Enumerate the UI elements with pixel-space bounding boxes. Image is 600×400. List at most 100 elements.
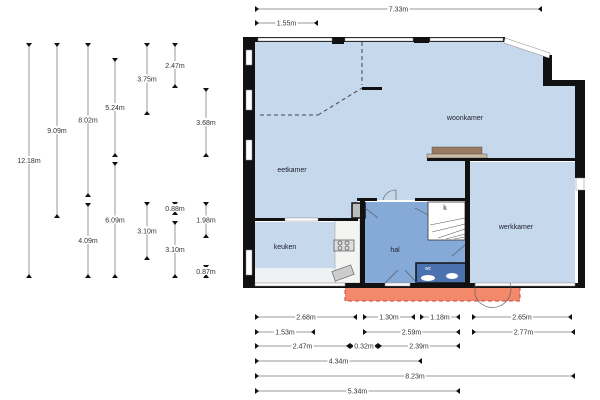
kitchen-floor-strip [255,268,335,283]
dimension-arrow [456,388,460,394]
dimension-label-bg [164,245,186,253]
dimension-arrow [144,256,150,260]
dimension-label: 3.68m [196,120,216,127]
dimension-label-bg [136,74,158,83]
dimension-label-bg [511,312,533,321]
dimension-lines: 7.33m1.55m12.18m9.09m8.02m4.09m5.24m6.09… [16,4,575,396]
dimension-arrow [378,343,382,349]
dimension-label: 0.32m [354,344,374,351]
dimension-label-bg [195,118,217,126]
dimension-label: 2.65m [512,315,532,322]
kitchen-room[interactable] [255,222,335,268]
dimension-label-bg [378,312,400,321]
dimension-label: 2.59m [402,330,422,337]
room-label-woonkamer: woonkamer [446,115,484,122]
dimension-label: 4.34m [329,359,349,366]
dimension-arrow [144,111,150,115]
fireplace-hearth [426,153,488,159]
dimension-arrow [203,274,209,278]
stairs [427,201,466,241]
dimension-label-bg [164,204,186,212]
dimension-arrow [172,84,178,88]
room-label-k: k [443,205,447,212]
dimension-arrow [311,329,315,335]
dimension-label: 8.23m [405,374,425,381]
dimension-arrow [54,43,60,47]
dimension-label: 1.18m [430,315,450,322]
dimension-label-bg [16,156,42,164]
dimension-arrow [85,203,91,207]
dimension-arrow [374,343,378,349]
dimension-arrow [456,343,460,349]
dimension-label-bg [408,341,430,350]
dimension-label: 0.87m [196,269,216,276]
dimension-label-bg [404,371,426,380]
dimension-label-bg [104,215,126,224]
dimension-arrow [172,221,178,225]
dimension-arrow [314,20,318,26]
dimension-arrow [144,202,150,206]
dimension-label: 5.24m [105,105,125,112]
stair-steps [429,217,466,240]
dimension-label-bg [400,327,423,336]
dashed-divider [260,42,363,116]
dimension-label: 8.02m [78,118,98,125]
dimension-label-bg [327,356,350,365]
dimension-arrow [472,329,476,335]
dimension-arrow [363,329,367,335]
dimension-label: 0.88m [165,206,185,213]
beam [362,87,382,90]
dimension-arrow [255,388,259,394]
dimension-label: 6.09m [105,218,125,225]
dimension-label-bg [295,312,317,321]
dimension-arrow [255,20,259,26]
dimension-arrow [346,343,350,349]
dimension-label-bg [46,126,68,134]
toilet-icon [446,273,458,279]
dimension-label-bg [274,327,296,336]
dimension-label: 1.55m [277,21,297,28]
dimension-label: 3.75m [137,77,157,84]
dimension-label-bg [164,61,186,69]
dimension-arrow [255,329,259,335]
dimension-arrow [571,373,575,379]
dimension-arrow [112,153,118,157]
dimension-arrow [411,314,415,320]
dimension-arrow [255,314,259,320]
dimension-label: 5.34m [348,389,368,396]
dimension-arrow [112,274,118,278]
dimension-arrow [203,88,209,92]
dimension-label-bg [77,115,99,124]
dimension-arrow [538,6,542,12]
room-label-eetkamer: eetkamer [277,167,307,174]
stove-burners [337,240,350,251]
living-dining-room[interactable] [255,42,575,220]
dimension-arrow [571,329,575,335]
dimension-arrow [112,162,118,166]
dimension-label-bg [77,236,99,244]
dimension-arrow [472,314,476,320]
dimension-label: 2.39m [409,344,429,351]
study-room[interactable] [470,162,575,283]
dimension-label-bg [275,18,298,27]
dimension-label-bg [195,267,217,275]
dimension-label: 3.10m [137,229,157,236]
dimension-label-bg [291,341,314,350]
dimension-arrow [568,314,572,320]
fireplace [431,146,483,155]
dimension-label: 2.77m [514,330,534,337]
room-label-keuken: keuken [274,244,297,251]
dimension-arrow [353,314,357,320]
dimension-label-bg [353,341,375,350]
dimension-label: 1.53m [275,330,295,337]
dimension-arrow [112,58,118,62]
dimension-arrow [255,343,259,349]
dimension-arrow [456,329,460,335]
dimension-label: 1.30m [379,315,399,322]
doors [364,189,512,308]
dimension-arrow [54,214,60,218]
dimension-arrow [255,373,259,379]
dimension-arrow [26,43,32,47]
dimension-label: 9.09m [47,128,67,135]
